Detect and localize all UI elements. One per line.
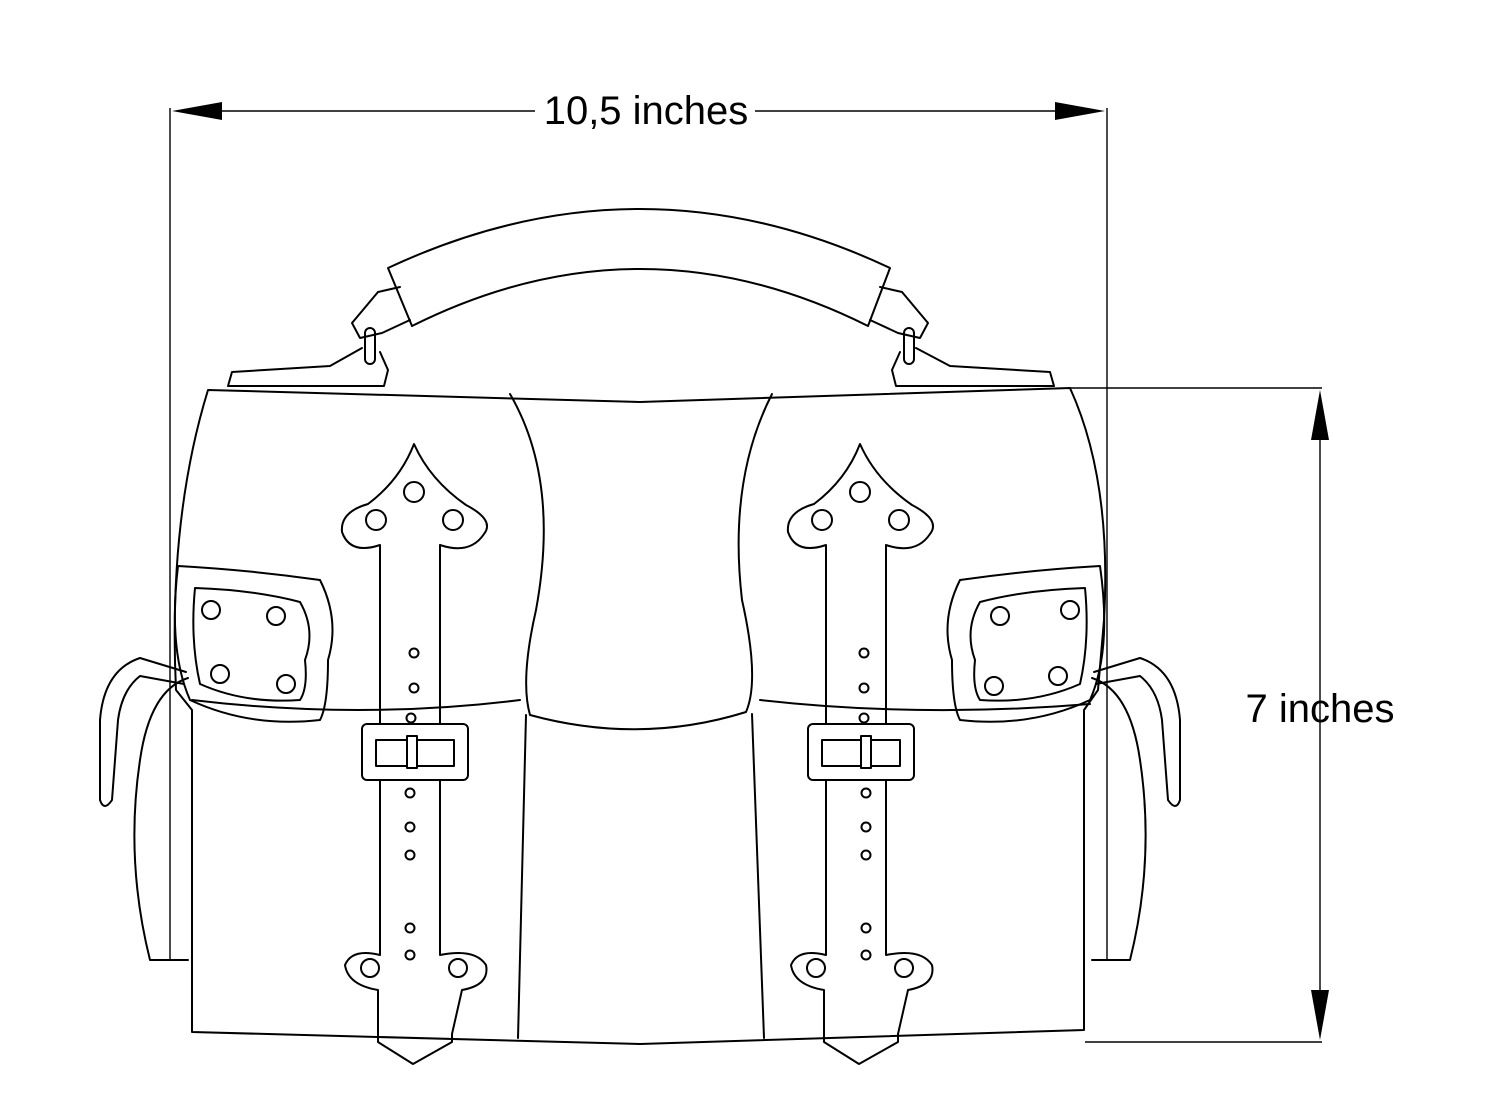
strap-outline-left — [340, 443, 488, 1065]
width-arrow-left — [172, 102, 222, 120]
front-strap-right — [786, 443, 934, 1065]
flap-edge — [191, 699, 1091, 712]
rivet-icon — [276, 674, 296, 694]
rivet-icon — [360, 958, 380, 978]
front-strap-left — [340, 443, 488, 1065]
rivet-icon — [990, 606, 1010, 626]
strap-outline-right — [786, 443, 934, 1065]
width-label: 10,5 inches — [544, 89, 749, 133]
handle-loop-right — [869, 286, 929, 339]
center-gusset — [509, 393, 773, 731]
rivet-icon — [888, 509, 910, 531]
corner-patch-inner-right — [969, 587, 1088, 702]
handle-loop-left — [351, 286, 411, 339]
side-strap-left — [99, 657, 187, 807]
bag-body — [173, 387, 1107, 1045]
height-arrow-top — [1311, 390, 1329, 440]
handle-grip — [387, 208, 891, 327]
corner-patch-right — [946, 565, 1106, 723]
rivet-icon — [1048, 666, 1068, 686]
rivet-icon — [448, 958, 468, 978]
handle-tab-right — [891, 347, 1055, 387]
side-pocket-outline-left — [133, 677, 189, 961]
rivet-icon — [894, 958, 914, 978]
side-pocket-right — [1091, 657, 1181, 961]
side-strap-right — [1093, 657, 1181, 807]
rivet-icon — [201, 600, 221, 620]
width-dimension: 10,5 inches — [169, 89, 1108, 960]
corner-patch-outline-right — [946, 565, 1106, 723]
handle-tab-left — [227, 347, 389, 387]
side-pocket-outline-right — [1091, 677, 1147, 961]
rivet-icon — [365, 509, 387, 531]
buckle-prong-right — [860, 735, 872, 769]
strap-holes-right — [858, 647, 872, 961]
rivet-icon — [984, 676, 1004, 696]
rivet-icon — [442, 509, 464, 531]
corner-patch-left — [173, 565, 334, 723]
corner-patch-inner-left — [192, 587, 311, 702]
rivet-icon — [403, 481, 425, 503]
handle-ring-left — [364, 327, 376, 365]
width-arrow-right — [1055, 102, 1105, 120]
rivet-icon — [1060, 600, 1080, 620]
handle-ring-right — [903, 327, 915, 365]
rivet-icon — [806, 958, 826, 978]
strap-holes-left — [404, 647, 420, 961]
height-dimension: 7 inches — [1070, 387, 1395, 1043]
height-label: 7 inches — [1246, 687, 1395, 731]
side-pocket-left — [99, 657, 189, 961]
bag-outline — [173, 387, 1107, 1045]
height-arrow-bottom — [1311, 990, 1329, 1040]
bag-handle — [227, 208, 1055, 387]
corner-patch-outline-left — [173, 565, 334, 723]
center-panel-seams — [517, 713, 765, 1039]
rivet-icon — [849, 481, 871, 503]
buckle-prong-left — [406, 735, 418, 769]
rivet-icon — [266, 606, 286, 626]
rivet-icon — [210, 664, 230, 684]
rivet-icon — [811, 509, 833, 531]
